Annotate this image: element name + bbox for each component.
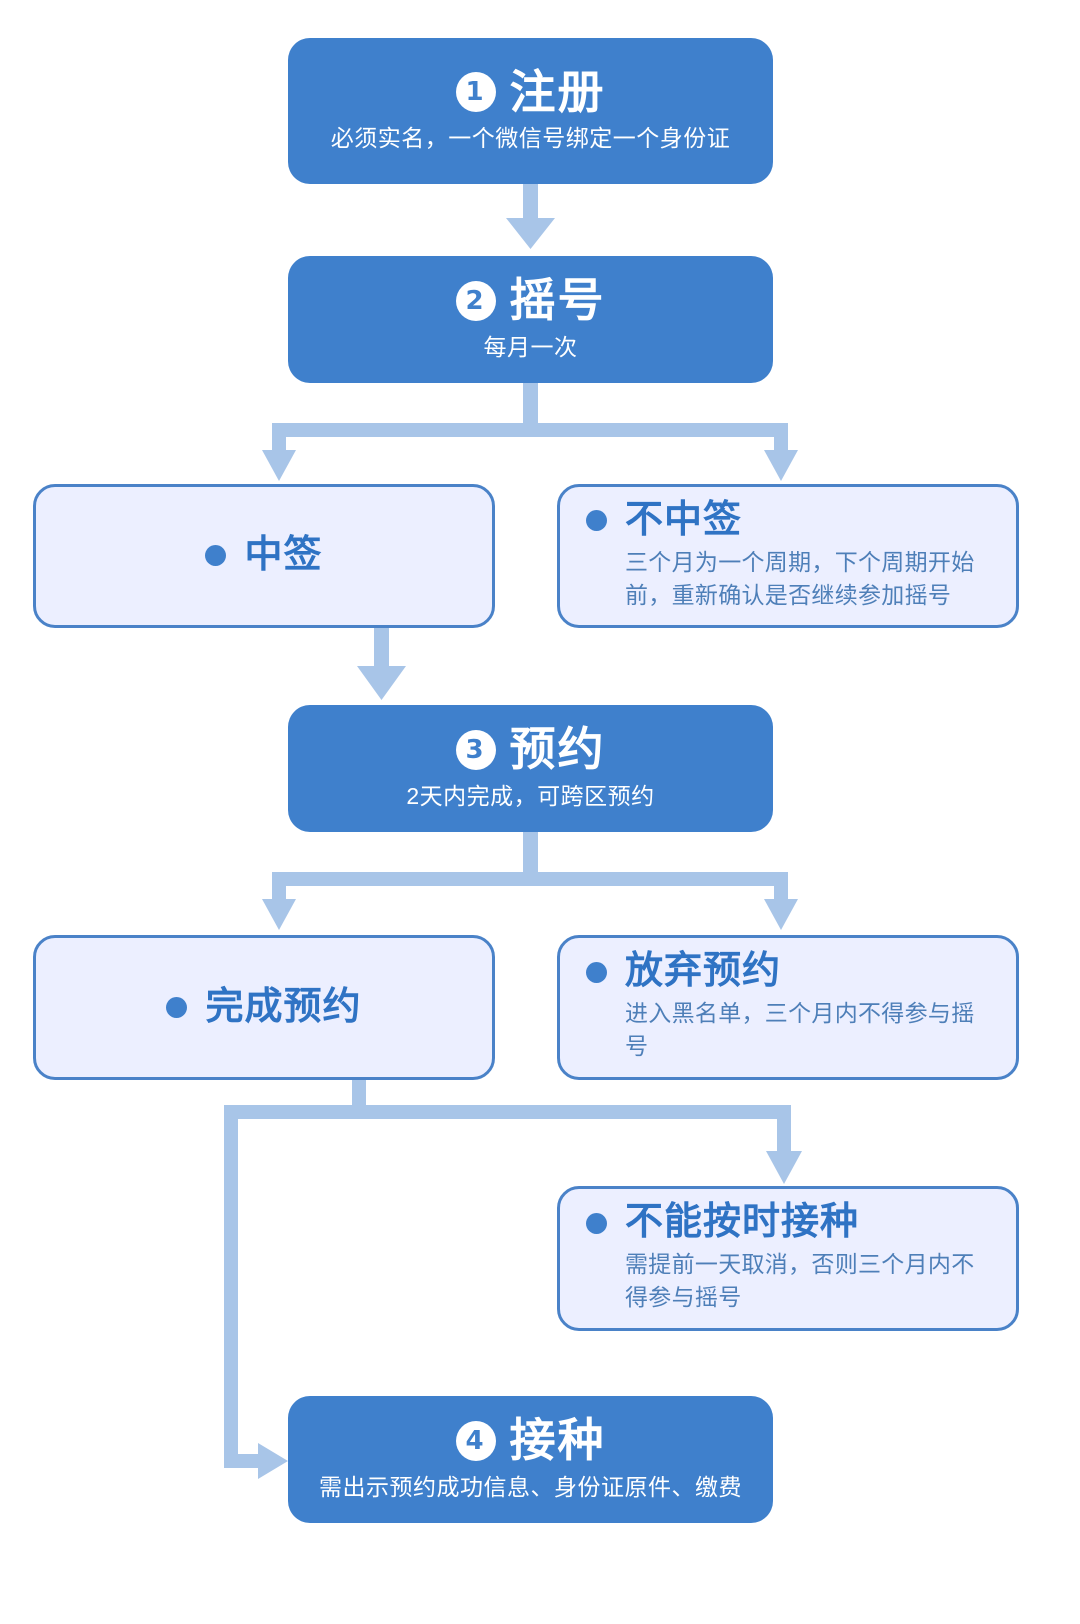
branch-not-won-subtitle: 三个月为一个周期，下个周期开始前，重新确认是否继续参加摇号 bbox=[625, 548, 975, 608]
step-lottery-title: 摇号 bbox=[509, 274, 606, 327]
branch-booking-done-heading: 完成预约 bbox=[166, 985, 362, 1029]
branch-booking-abandoned-subtitle: 进入黑名单，三个月内不得参与摇号 bbox=[625, 1000, 975, 1060]
bullet-icon bbox=[586, 1212, 607, 1234]
step-number-badge: 3 bbox=[455, 729, 496, 770]
node-branch-booking-done[interactable]: 完成预约 bbox=[33, 935, 495, 1080]
step-register-title: 注册 bbox=[509, 65, 606, 118]
node-step-booking[interactable]: 3 预约 2天内完成，可跨区预约 bbox=[288, 705, 773, 832]
connector-won-to-booking bbox=[357, 628, 406, 700]
node-step-register[interactable]: 1 注册 必须实名，一个微信号绑定一个身份证 bbox=[288, 38, 773, 184]
step-vaccination-title: 接种 bbox=[509, 1414, 606, 1467]
step-register-subtitle: 必须实名，一个微信号绑定一个身份证 bbox=[330, 125, 731, 152]
step-lottery-title-row: 2 摇号 bbox=[455, 274, 606, 327]
node-branch-not-won[interactable]: 不中签 三个月为一个周期，下个周期开始前，重新确认是否继续参加摇号 bbox=[557, 484, 1019, 628]
step-number-badge: 1 bbox=[455, 72, 496, 113]
bullet-icon bbox=[586, 961, 607, 983]
step-number-badge: 2 bbox=[455, 280, 496, 321]
node-branch-cannot-attend[interactable]: 不能按时接种 需提前一天取消，否则三个月内不得参与摇号 bbox=[557, 1186, 1019, 1331]
branch-booking-abandoned-label: 放弃预约 bbox=[625, 950, 782, 993]
bullet-icon bbox=[205, 545, 227, 567]
step-booking-title: 预约 bbox=[509, 723, 606, 776]
branch-not-won-label: 不中签 bbox=[625, 498, 743, 541]
branch-cannot-attend-label: 不能按时接种 bbox=[625, 1201, 860, 1244]
bullet-icon bbox=[586, 510, 607, 532]
branch-booking-abandoned-heading: 放弃预约 bbox=[586, 950, 990, 993]
branch-won-heading: 中签 bbox=[205, 534, 323, 577]
connector-register-to-lottery bbox=[506, 184, 555, 249]
step-lottery-subtitle: 每月一次 bbox=[483, 333, 578, 360]
step-vaccination-title-row: 4 接种 bbox=[455, 1414, 606, 1467]
branch-booking-done-label: 完成预约 bbox=[205, 985, 362, 1028]
node-branch-won[interactable]: 中签 bbox=[33, 484, 495, 628]
step-booking-subtitle: 2天内完成，可跨区预约 bbox=[406, 782, 655, 809]
step-register-title-row: 1 注册 bbox=[455, 65, 606, 118]
node-step-vaccination[interactable]: 4 接种 需出示预约成功信息、身份证原件、缴费 bbox=[288, 1396, 773, 1523]
node-step-lottery[interactable]: 2 摇号 每月一次 bbox=[288, 256, 773, 383]
step-vaccination-subtitle: 需出示预约成功信息、身份证原件、缴费 bbox=[319, 1473, 742, 1500]
branch-not-won-heading: 不中签 bbox=[586, 498, 990, 542]
connector-booking-split bbox=[262, 832, 798, 930]
branch-won-label: 中签 bbox=[244, 534, 323, 577]
node-branch-booking-abandoned[interactable]: 放弃预约 进入黑名单，三个月内不得参与摇号 bbox=[557, 935, 1019, 1080]
branch-cannot-attend-heading: 不能按时接种 bbox=[586, 1201, 990, 1244]
bullet-icon bbox=[166, 996, 188, 1018]
step-number-badge: 4 bbox=[455, 1420, 496, 1461]
step-booking-title-row: 3 预约 bbox=[455, 723, 606, 776]
branch-cannot-attend-subtitle: 需提前一天取消，否则三个月内不得参与摇号 bbox=[625, 1251, 975, 1311]
connector-lottery-split bbox=[262, 383, 798, 481]
